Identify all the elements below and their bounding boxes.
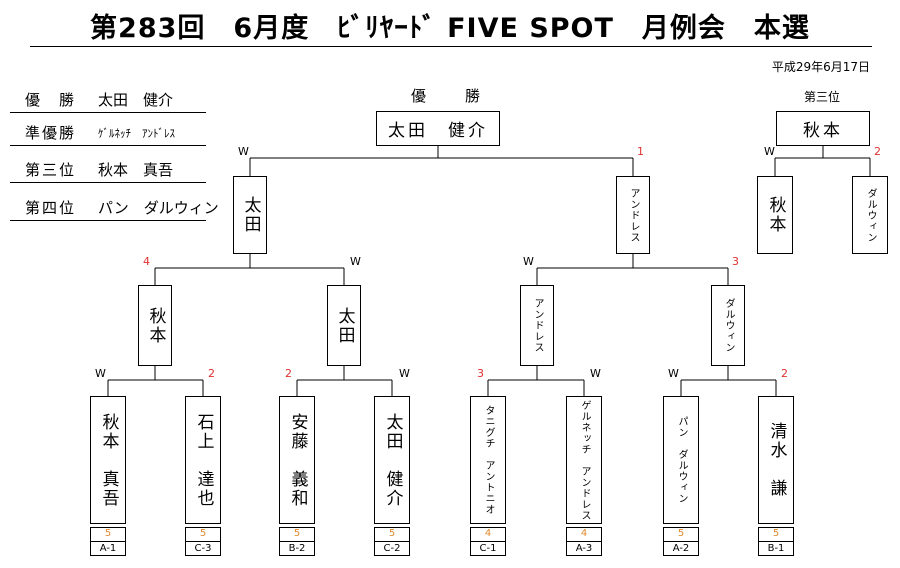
semifinal-left-label: W xyxy=(238,145,249,158)
summary-name: ｹﾞﾙﾈｯﾁ ｱﾝﾄﾞﾚｽ xyxy=(98,127,175,140)
quarterfinal-box: アンドレス xyxy=(520,285,554,366)
summary-row-fourth: 第四位 パン ダルウィン xyxy=(10,196,219,221)
round1-label: W xyxy=(668,367,679,380)
round1-label: 2 xyxy=(781,367,788,380)
quarterfinal-label: 4 xyxy=(143,255,150,268)
player-box: パン ダルウィン xyxy=(663,396,699,524)
round1-label: W xyxy=(95,367,106,380)
round1-label: 2 xyxy=(285,367,292,380)
third-place-header: 第三位 xyxy=(804,90,841,104)
semifinal-right-box: アンドレス xyxy=(616,176,650,254)
table-code: C-1 xyxy=(470,541,506,556)
quarterfinal-box: 太田 xyxy=(327,285,361,366)
table-code: C-2 xyxy=(374,541,410,556)
table-code: A-3 xyxy=(566,541,602,556)
quarterfinal-box: ダルウィン xyxy=(711,285,745,366)
quarterfinal-label: W xyxy=(523,255,534,268)
player-box: 安藤 義和 xyxy=(279,396,315,524)
table-code: A-1 xyxy=(90,541,126,556)
player-box: 太田 健介 xyxy=(374,396,410,524)
round1-label: W xyxy=(399,367,410,380)
quarterfinal-label: 3 xyxy=(732,255,739,268)
player-box: ゲルネッチ アンドレス xyxy=(566,396,602,524)
games-won: 5 xyxy=(663,527,699,541)
games-won: 4 xyxy=(566,527,602,541)
quarterfinal-label: W xyxy=(350,255,361,268)
summary-rank: 第四位 xyxy=(25,199,77,217)
player-box: 清水 謙 xyxy=(758,396,794,524)
third-match-left-label: W xyxy=(764,145,775,158)
table-code: B-1 xyxy=(758,541,794,556)
summary-rank: 準優勝 xyxy=(25,124,77,142)
third-place-winner-box: 秋本 xyxy=(776,111,870,146)
summary-rank: 第三位 xyxy=(25,161,77,179)
summary-name: 秋本 真吾 xyxy=(98,161,174,179)
games-won: 4 xyxy=(470,527,506,541)
third-match-right-box: ダルウィン xyxy=(852,176,888,254)
games-won: 5 xyxy=(185,527,221,541)
summary-name: パン ダルウィン xyxy=(98,199,219,217)
summary-row-runner-up: 準優勝 ｹﾞﾙﾈｯﾁ ｱﾝﾄﾞﾚｽ xyxy=(10,121,206,146)
third-match-right-label: 2 xyxy=(874,145,881,158)
semifinal-right-label: 1 xyxy=(637,145,644,158)
table-code: A-2 xyxy=(663,541,699,556)
games-won: 5 xyxy=(374,527,410,541)
summary-rank: 優 勝 xyxy=(25,91,77,109)
player-box: 石上 達也 xyxy=(185,396,221,524)
summary-row-champion: 優 勝 太田 健介 xyxy=(10,88,206,113)
page-title: 第283回 6月度 ﾋﾞﾘﾔｰﾄﾞ FIVE SPOT 月例会 本選 xyxy=(90,13,810,44)
games-won: 5 xyxy=(279,527,315,541)
table-code: B-2 xyxy=(279,541,315,556)
champion-box: 太田 健介 xyxy=(376,111,500,146)
summary-row-third: 第三位 秋本 真吾 xyxy=(10,158,206,183)
winner-header: 優 勝 xyxy=(411,87,493,105)
third-match-left-box: 秋本 xyxy=(757,176,793,254)
player-box: タニグチ アントニオ xyxy=(470,396,506,524)
games-won: 5 xyxy=(758,527,794,541)
title-underline xyxy=(30,46,872,47)
table-code: C-3 xyxy=(185,541,221,556)
event-date: 平成29年6月17日 xyxy=(771,60,870,74)
round1-label: W xyxy=(590,367,601,380)
quarterfinal-box: 秋本 xyxy=(138,285,172,366)
games-won: 5 xyxy=(90,527,126,541)
summary-name: 太田 健介 xyxy=(98,91,174,109)
round1-label: 3 xyxy=(477,367,484,380)
player-box: 秋本 真吾 xyxy=(90,396,126,524)
semifinal-left-box: 太田 xyxy=(233,176,267,254)
round1-label: 2 xyxy=(208,367,215,380)
